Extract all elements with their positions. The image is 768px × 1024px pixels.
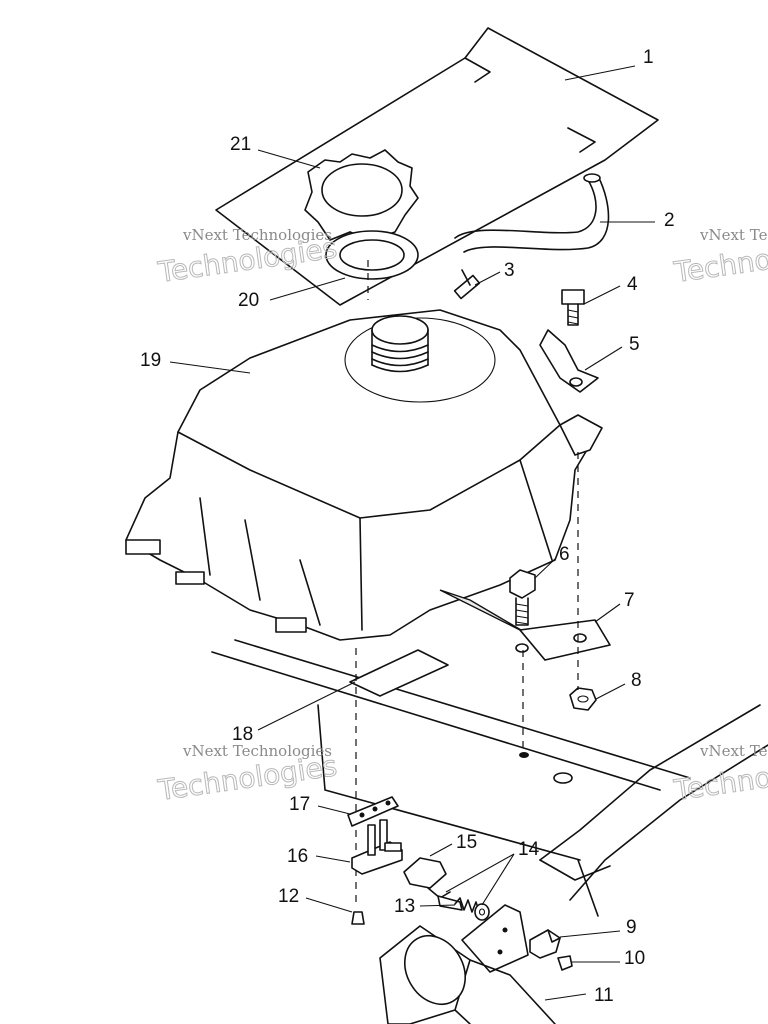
mount-bolt-rear <box>561 289 585 326</box>
callout-8: 8 <box>631 670 642 691</box>
watermark-bottom-right: vNext Technologies Technologies <box>671 742 768 808</box>
valve-knob <box>403 857 463 911</box>
watermark-top-left: vNext Technologies Technologies <box>155 226 340 290</box>
callout-19: 19 <box>140 350 161 371</box>
clamp <box>529 929 561 959</box>
callout-13: 13 <box>394 896 415 917</box>
spring <box>454 897 481 915</box>
callout-3: 3 <box>504 260 515 281</box>
mount-plate <box>461 904 529 973</box>
callout-2: 2 <box>664 210 675 231</box>
watermark-top-right: vNext Technologies Technologies <box>671 226 768 290</box>
frame <box>211 639 768 917</box>
valve-plate <box>347 796 399 827</box>
hose-fitting <box>453 269 481 300</box>
watermark-text: vNext Technologies <box>182 742 332 760</box>
callout-4: 4 <box>627 274 638 295</box>
callout-9: 9 <box>626 917 637 938</box>
callout-6: 6 <box>559 544 570 565</box>
watermark-text: vNext Technologies <box>699 226 768 244</box>
fuel-tank <box>125 309 603 641</box>
leader-lines <box>169 65 655 1001</box>
hex-nut <box>569 687 597 711</box>
callout-21: 21 <box>230 134 251 155</box>
gas-cap <box>304 149 419 263</box>
watermark-text: vNext Technologies <box>699 742 768 760</box>
callout-17: 17 <box>289 794 310 815</box>
cap-gasket <box>325 230 419 280</box>
callout-16: 16 <box>287 846 308 867</box>
washer <box>474 903 490 921</box>
mount-bolt-front <box>509 569 536 626</box>
screw <box>351 911 365 925</box>
callout-5: 5 <box>629 334 640 355</box>
callout-labels: 1 2 3 4 5 6 7 8 9 10 11 12 13 14 15 16 1… <box>140 47 675 1006</box>
callout-12: 12 <box>278 886 299 907</box>
tank-bracket <box>539 329 599 393</box>
callout-14: 14 <box>518 839 540 860</box>
watermark-text: vNext Technologies <box>182 226 332 244</box>
callout-1: 1 <box>643 47 654 68</box>
callout-11: 11 <box>594 985 614 1006</box>
clamp-bolt <box>557 955 573 971</box>
callout-10: 10 <box>624 948 645 969</box>
fuel-valve <box>351 819 403 875</box>
callout-20: 20 <box>238 290 259 311</box>
vent-hose <box>454 173 610 253</box>
callout-15: 15 <box>456 832 477 853</box>
frame-bracket <box>439 589 611 662</box>
callout-18: 18 <box>232 724 253 745</box>
callout-7: 7 <box>624 590 635 611</box>
bracket-pad <box>349 649 449 697</box>
watermark-bottom-left: vNext Technologies Technologies <box>155 742 340 808</box>
steering-post <box>379 925 556 1024</box>
